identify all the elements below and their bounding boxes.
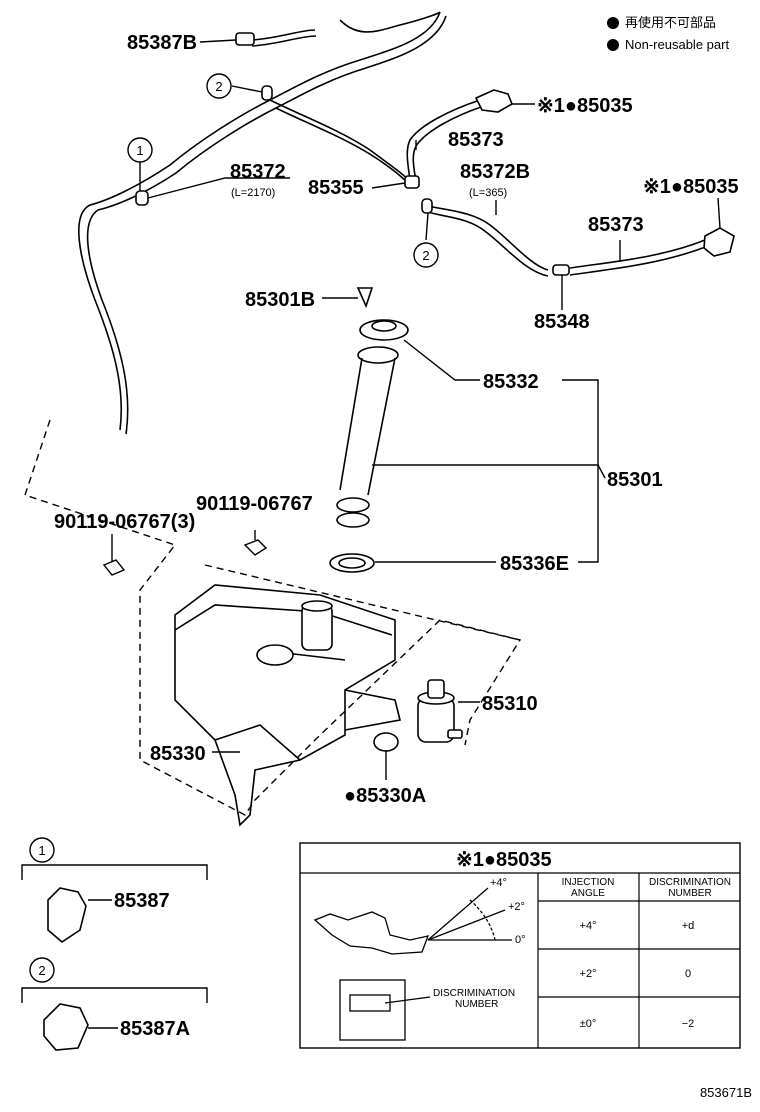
callout-85336E: 85336E [500,553,569,575]
angle-label-plus2: +2° [508,901,525,913]
nozzle-angle-sketch [313,887,512,1041]
callout-85372B: 85372B [460,161,530,183]
joint-85355-icon [404,175,420,189]
bullet-icon [607,17,619,29]
header-disc-1: DISCRIMINATION [649,877,731,888]
clip-85387A-icon [43,1003,89,1051]
clip-marker2-icon [261,85,273,101]
callout-85301: 85301 [607,469,663,491]
washer-tank [174,584,401,827]
marker-2-label: 2 [215,79,222,94]
table-title: ※1●85035 [456,849,552,871]
filler-neck [329,319,409,573]
hose-85372 [78,11,447,435]
callout-85372B-length: (L=365) [469,187,507,199]
marker-2-label: 2 [422,248,429,263]
row3-angle: ±0° [580,1018,597,1030]
assembly-outline [24,419,522,816]
callout-85387B: 85387B [127,32,197,54]
callout-85387A: 85387A [120,1018,190,1040]
callout-85310: 85310 [482,693,538,715]
joint-85348-icon [552,264,570,276]
marker-2-label: 2 [38,963,45,978]
washer-pump [417,679,463,743]
callout-85373-top: 85373 [448,129,504,151]
bolt-icon [102,559,126,576]
inset-clips [21,864,208,1029]
bolt-icon [243,539,268,556]
legend-japanese: 再使用不可部品 [625,15,717,30]
callout-85372-length: (L=2170) [231,187,275,199]
clip-85301B-icon [356,287,374,309]
clip-85387-icon [47,887,87,944]
marker-2-circle [29,957,55,983]
marker-1-circle [29,837,55,863]
callout-85035-top: ※1●85035 [537,95,633,117]
callout-85332: 85332 [483,371,539,393]
clip-85387B-icon [235,32,255,46]
legend-row-jp: 再使用不可部品 [607,12,729,34]
marker-1-circle [127,137,153,163]
diagram-id: 853671B [699,1085,752,1100]
clip-marker1-icon [135,190,149,206]
clip-marker2b-icon [421,198,433,214]
grommet-icon [373,732,399,752]
callout-85348: 85348 [534,311,590,333]
legend: 再使用不可部品 Non-reusable part [607,12,729,56]
angle-label-zero: 0° [515,934,526,946]
hose-85373-right [569,239,709,276]
callout-85330A: ●85330A [344,785,426,807]
hose-branch [251,11,441,189]
callout-85372: 85372 [230,161,286,183]
header-disc-2: NUMBER [668,888,711,899]
legend-english: Non-reusable part [625,37,730,52]
hose-85372B [424,204,549,277]
disc-label-2: NUMBER [455,999,498,1010]
nozzle-right-icon [703,227,735,257]
header-angle-2: ANGLE [571,888,605,899]
marker-2-circle [206,73,232,99]
bullet-icon [607,39,619,51]
row2-number: 0 [685,968,691,980]
row3-number: −2 [682,1018,695,1030]
callout-85387: 85387 [114,890,170,912]
callout-85373-right: 85373 [588,214,644,236]
callout-85301B: 85301B [245,289,315,311]
callout-85035-right: ※1●85035 [643,176,739,198]
angle-label-plus4: +4° [490,877,507,889]
leader-lines [111,39,721,780]
marker-2-circle [413,242,439,268]
callout-85330: 85330 [150,743,206,765]
legend-row-en: Non-reusable part [607,34,729,56]
header-angle-1: INJECTION [562,877,615,888]
row2-angle: +2° [580,968,597,980]
row1-angle: +4° [580,920,597,932]
row1-number: +d [682,920,695,932]
callout-bolt-single: 90119-06767 [196,493,313,515]
callout-bolt-triple: 90119-06767(3) [54,511,195,533]
marker-1-label: 1 [136,143,143,158]
callout-85355: 85355 [308,177,364,199]
disc-label-1: DISCRIMINATION [433,988,515,999]
marker-1-label: 1 [38,843,45,858]
nozzle-top-icon [474,89,514,113]
